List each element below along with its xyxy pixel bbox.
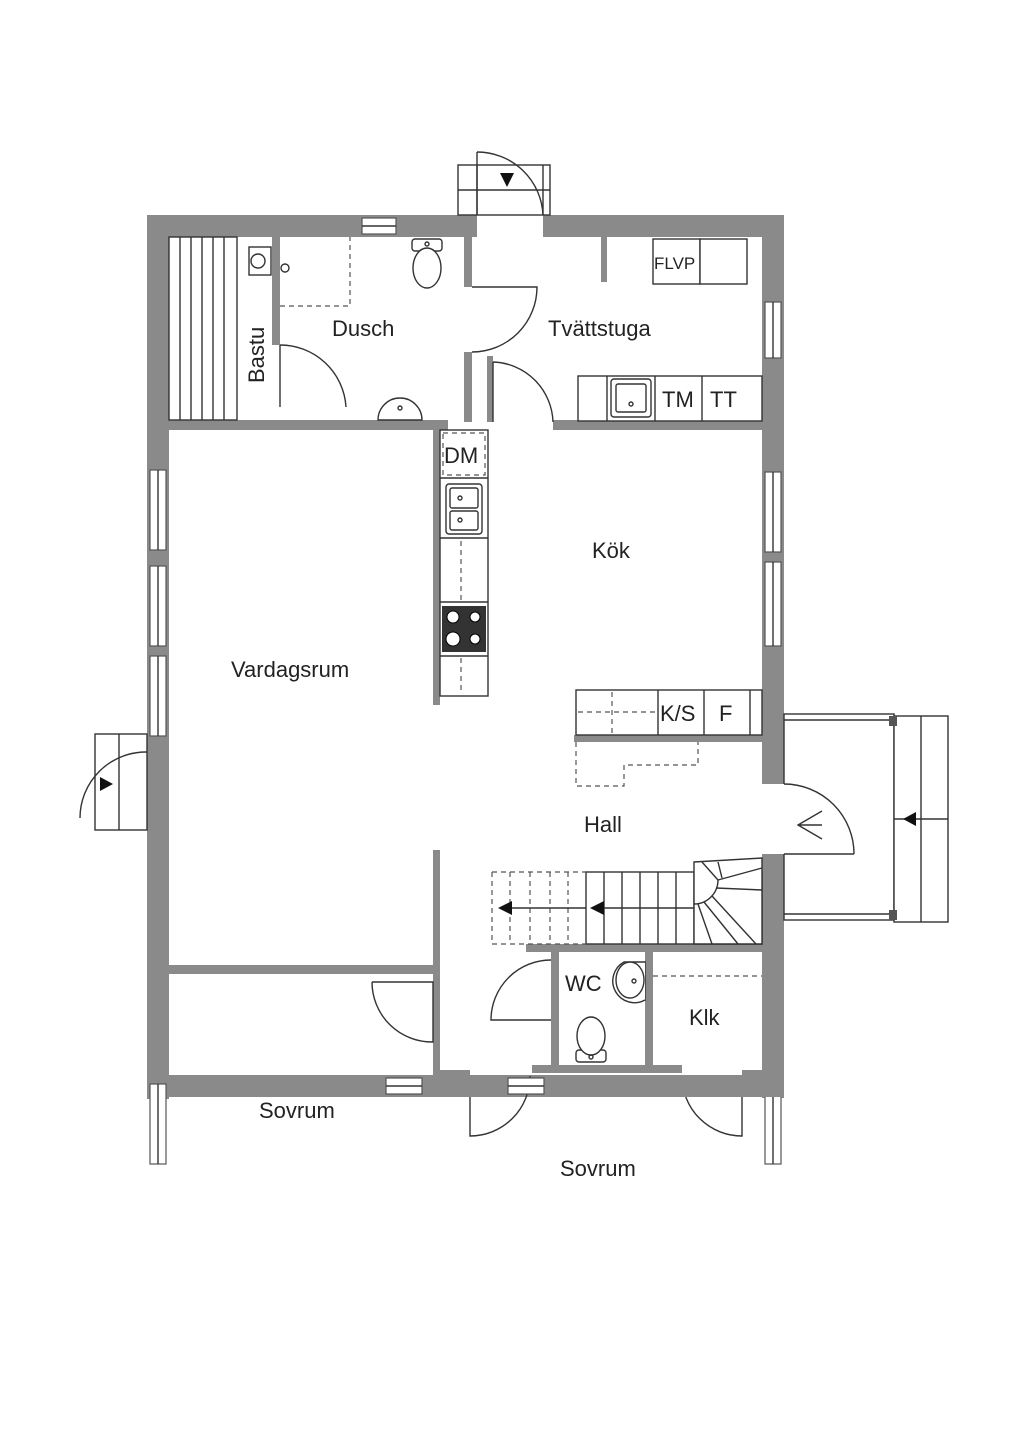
sauna-benches: [168, 236, 238, 421]
fixture-label-dm: DM: [444, 443, 478, 468]
laundry-sink-icon: [610, 378, 652, 418]
arrow-down-icon: [500, 173, 514, 187]
fridge-freezer: [575, 689, 763, 736]
arrow-right-icon: [100, 777, 113, 791]
door-sovrum-left: [371, 981, 434, 1043]
fixture-label-f: F: [719, 701, 732, 726]
room-label-kok: Kök: [592, 538, 631, 563]
shower-area: [280, 237, 351, 307]
interior-walls: [147, 237, 762, 1082]
door-tvattstuga: [492, 361, 554, 423]
door-main: [760, 783, 855, 855]
kitchen-counter: DM: [439, 429, 489, 697]
arrow-left-icon: [903, 812, 916, 826]
wc-toilet-icon: [575, 1016, 607, 1063]
room-label-dusch: Dusch: [332, 316, 394, 341]
washbasin-icon: [377, 397, 423, 421]
sauna-heater-icon: [248, 246, 290, 276]
room-label-hall: Hall: [584, 812, 622, 837]
room-label-sovrum-left: Sovrum: [259, 1098, 335, 1123]
room-label-wc: WC: [565, 971, 602, 996]
toilet-icon: [411, 238, 443, 289]
staircase: [491, 857, 763, 945]
room-label-sovrum-right: Sovrum: [560, 1156, 636, 1181]
fixture-label-ks: K/S: [660, 701, 695, 726]
room-label-tvattstuga: Tvättstuga: [548, 316, 651, 341]
wc-washbasin-icon: [612, 960, 646, 1004]
door-left-entrance: [79, 733, 148, 831]
room-label-bastu: Bastu: [244, 327, 269, 383]
arrow-stairs-up-icon: [590, 901, 604, 915]
laundry-counter: [577, 375, 763, 422]
room-label-klk: Klk: [689, 1005, 721, 1030]
fixture-label-flvp: FLVP: [654, 254, 695, 273]
fixture-label-tt: TT: [710, 387, 737, 412]
arrow-stairs-down-icon: [498, 901, 512, 915]
fixture-label-tm: TM: [662, 387, 694, 412]
stove-icon: [442, 606, 486, 652]
door-wc: [490, 959, 552, 1021]
room-label-vardagsrum: Vardagsrum: [231, 657, 349, 682]
door-dusch: [471, 286, 538, 353]
flvp-unit: [652, 238, 701, 285]
kitchen-sink-icon: [445, 483, 483, 535]
entrance-top: [457, 151, 551, 216]
door-bastu: [279, 344, 347, 408]
entrance-porch: [783, 713, 949, 923]
storage-dashed: [575, 742, 699, 787]
windows: [149, 217, 782, 1165]
